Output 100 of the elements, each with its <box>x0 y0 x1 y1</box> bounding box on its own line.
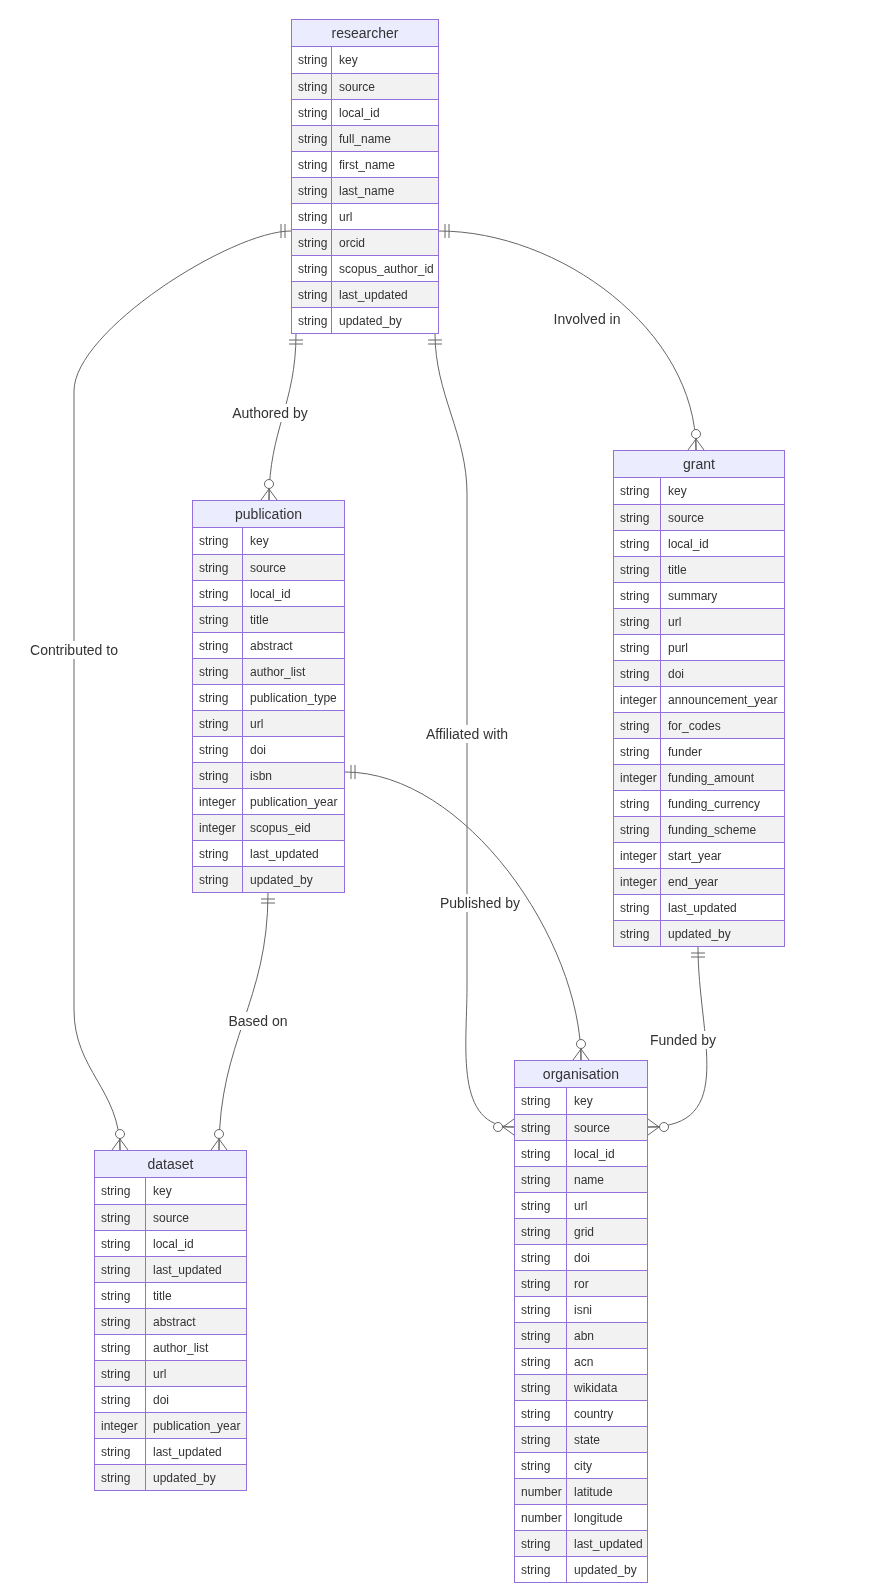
attribute-row <box>515 1452 647 1478</box>
attribute-row <box>193 736 344 762</box>
attribute-row <box>95 1230 246 1256</box>
entity-header: researcher <box>292 20 438 47</box>
attribute-name: for_codes <box>667 717 722 735</box>
attribute-row <box>614 738 784 764</box>
attribute-name: last_updated <box>573 1535 644 1553</box>
attribute-name: ror <box>573 1275 590 1293</box>
attribute-type: string <box>95 1465 146 1490</box>
attribute-row <box>292 307 438 333</box>
attribute-name: last_updated <box>152 1443 223 1461</box>
attribute-row <box>515 1192 647 1218</box>
attribute-name: publication_year <box>249 793 339 811</box>
entity-table <box>94 1150 247 1491</box>
attribute-row <box>292 125 438 151</box>
attribute-row <box>95 1308 246 1334</box>
attribute-row <box>515 1166 647 1192</box>
attribute-name: local_id <box>338 104 381 122</box>
attribute-row <box>614 504 784 530</box>
attribute-row <box>614 920 784 946</box>
attribute-name: last_updated <box>249 845 320 863</box>
attribute-row <box>614 764 784 790</box>
attribute-row <box>515 1426 647 1452</box>
attribute-row <box>292 203 438 229</box>
attribute-row <box>95 1204 246 1230</box>
attribute-name: funding_currency <box>667 795 762 813</box>
attribute-name: key <box>152 1183 173 1200</box>
attribute-name: title <box>249 611 270 629</box>
attribute-name: updated_by <box>573 1561 638 1579</box>
attribute-name: updated_by <box>338 312 403 330</box>
attribute-row <box>515 1322 647 1348</box>
attribute-row <box>614 634 784 660</box>
attribute-name: announcement_year <box>667 691 779 709</box>
attribute-name: abstract <box>249 637 294 655</box>
attribute-row <box>614 660 784 686</box>
attribute-row <box>95 1334 246 1360</box>
relationship-line <box>646 946 708 1136</box>
attribute-name: full_name <box>338 130 393 148</box>
attribute-row <box>515 1244 647 1270</box>
attribute-row <box>515 1270 647 1296</box>
attribute-row <box>515 1296 647 1322</box>
attribute-name: publication_type <box>249 689 338 707</box>
attribute-row <box>614 712 784 738</box>
attribute-name: local_id <box>573 1145 616 1163</box>
attribute-name: purl <box>667 639 689 657</box>
attribute-row <box>193 762 344 788</box>
attribute-name: funding_scheme <box>667 821 758 839</box>
attribute-name: acn <box>573 1353 595 1371</box>
attribute-row <box>614 686 784 712</box>
attribute-name: start_year <box>667 847 723 865</box>
attribute-name: longitude <box>573 1509 624 1527</box>
attribute-name: updated_by <box>249 871 314 889</box>
attribute-row <box>193 866 344 892</box>
attribute-type: string <box>292 308 332 333</box>
attribute-name: abstract <box>152 1313 197 1331</box>
attribute-row <box>193 814 344 840</box>
attribute-name: local_id <box>249 585 292 603</box>
attribute-name: key <box>338 52 359 69</box>
attribute-name: end_year <box>667 873 720 891</box>
attribute-name: source <box>249 559 288 577</box>
attribute-name: source <box>667 509 706 527</box>
attribute-row <box>614 842 784 868</box>
attribute-name: author_list <box>249 663 307 681</box>
attribute-row <box>614 894 784 920</box>
attribute-row <box>193 840 344 866</box>
attribute-row <box>515 1556 647 1582</box>
attribute-name: source <box>573 1119 612 1137</box>
attribute-row <box>515 1530 647 1556</box>
attribute-name: isni <box>573 1301 593 1319</box>
attribute-name: summary <box>667 587 719 605</box>
attribute-row <box>193 684 344 710</box>
relationship-line <box>260 333 297 501</box>
attribute-name: scopus_eid <box>249 819 312 837</box>
attribute-row <box>515 1374 647 1400</box>
attribute-row <box>292 73 438 99</box>
attribute-row <box>95 1386 246 1412</box>
attribute-name: title <box>667 561 688 579</box>
attribute-type: string <box>193 867 243 892</box>
attribute-name: city <box>573 1457 593 1475</box>
attribute-row <box>292 99 438 125</box>
attribute-row <box>193 606 344 632</box>
attribute-row <box>95 1438 246 1464</box>
attribute-name: doi <box>573 1249 591 1267</box>
attribute-name: title <box>152 1287 173 1305</box>
attribute-name: doi <box>249 741 267 759</box>
attribute-name: publication_year <box>152 1417 242 1435</box>
attribute-row <box>95 1256 246 1282</box>
attribute-row <box>515 1478 647 1504</box>
attribute-name: first_name <box>338 156 397 174</box>
edge-label: Contributed to <box>27 641 121 659</box>
attribute-row <box>515 1114 647 1140</box>
attribute-row <box>292 177 438 203</box>
relationship-line <box>434 333 516 1136</box>
attribute-row <box>95 1464 246 1490</box>
attribute-name: doi <box>152 1391 170 1409</box>
attribute-name: key <box>249 533 270 550</box>
attribute-row <box>515 1348 647 1374</box>
entity-table <box>192 500 345 893</box>
attribute-type: string <box>515 1557 567 1582</box>
entity-header: publication <box>193 501 344 528</box>
